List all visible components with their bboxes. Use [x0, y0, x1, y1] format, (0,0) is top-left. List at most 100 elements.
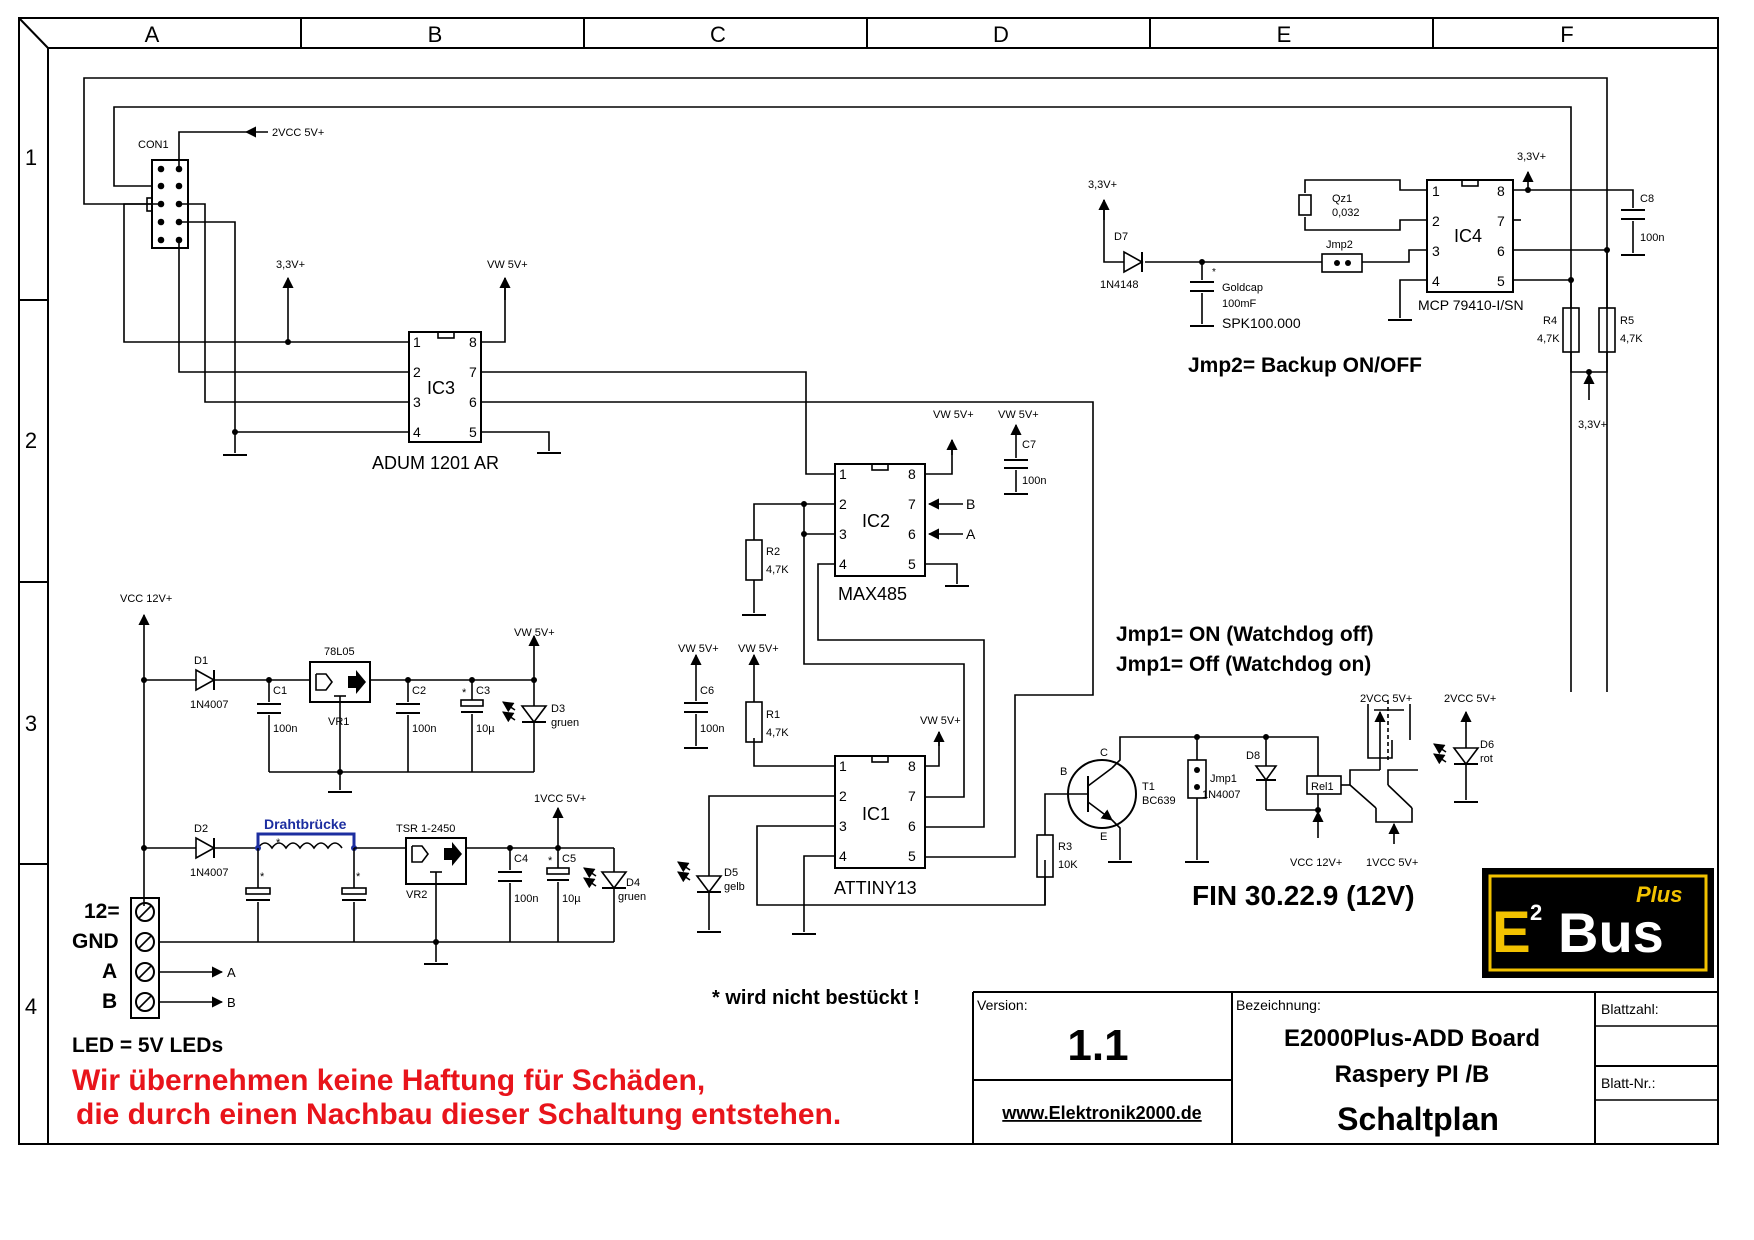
ic2-part: MAX485 [838, 584, 907, 604]
relay-1vcc-label: 1VCC 5V+ [1366, 857, 1418, 869]
drahtbruecke-label: Drahtbrücke [264, 816, 347, 832]
svg-text:8: 8 [908, 758, 916, 774]
svg-text:2: 2 [1432, 213, 1440, 229]
ic3-part: ADUM 1201 AR [372, 453, 499, 473]
grid-col-b: B [428, 22, 443, 47]
c4-name: C4 [514, 853, 528, 865]
blattnr-label: Blatt-Nr.: [1601, 1075, 1655, 1091]
qz1-value: 0,032 [1332, 207, 1360, 219]
grid-col-d: D [993, 22, 1009, 47]
grid-col-a: A [145, 22, 160, 47]
version-value: 1.1 [1067, 1021, 1128, 1070]
svg-text:2: 2 [839, 496, 847, 512]
ic1-part: ATTINY13 [834, 878, 917, 898]
d4-name: D4 [626, 877, 640, 889]
svg-text:7: 7 [469, 364, 477, 380]
terminal-b: B [102, 990, 117, 1013]
d8-name: D8 [1246, 750, 1260, 762]
d1-part: 1N4007 [190, 699, 229, 711]
svg-text:4: 4 [1432, 273, 1440, 289]
jmp2-note: Jmp2= Backup ON/OFF [1188, 354, 1422, 377]
ic4-part: MCP 79410-I/SN [1418, 297, 1524, 313]
svg-text:7: 7 [1497, 213, 1505, 229]
t1-part: BC639 [1142, 795, 1176, 807]
terminal-gnd: GND [72, 930, 119, 953]
c3-plus: * [462, 687, 467, 699]
r4-name: R4 [1543, 315, 1557, 327]
svg-text:Bus: Bus [1558, 901, 1664, 964]
svg-text:2: 2 [839, 788, 847, 804]
r4-value: 4,7K [1537, 333, 1560, 345]
goldcap-name: Goldcap [1222, 282, 1263, 294]
goldcap-part: SPK100.000 [1222, 315, 1301, 331]
goldcap-plus: * [1212, 267, 1216, 278]
ps1-vw5v-label: VW 5V+ [514, 627, 555, 639]
grid-row-labels: 1 2 3 4 [25, 145, 37, 1019]
r5-name: R5 [1620, 315, 1634, 327]
svg-text:1: 1 [413, 334, 421, 350]
grid-col-e: E [1277, 22, 1292, 47]
not-fitted-note: * wird nicht bestückt ! [712, 987, 920, 1009]
d5-color: gelb [724, 881, 745, 893]
d6-color: rot [1480, 753, 1493, 765]
svg-text:E: E [1492, 900, 1531, 965]
c7-vw5v-label: VW 5V+ [998, 409, 1039, 421]
power-supply: VCC 12V+ D1 1N4007 78L05 VR1 VW 5V+ C1 1… [120, 593, 646, 965]
svg-text:2: 2 [1530, 900, 1542, 925]
ic2-max485: 1 2 3 4 8 7 6 5 IC2 MAX485 VW 5V+ B A R2… [742, 409, 985, 828]
jmp1-label: Jmp1 [1210, 773, 1237, 785]
svg-text:1: 1 [839, 758, 847, 774]
terminal-12v: 12= [84, 900, 120, 923]
svg-text:6: 6 [908, 818, 916, 834]
t1-b: B [1060, 766, 1067, 778]
relay-driver: Jmp1= ON (Watchdog off) Jmp1= Off (Watch… [1036, 623, 1496, 911]
t1-name: T1 [1142, 781, 1155, 793]
d3-color: gruen [551, 717, 579, 729]
version-label: Version: [977, 997, 1028, 1013]
c5-value: 10µ [562, 893, 581, 905]
svg-text:4: 4 [413, 424, 421, 440]
r1-value: 4,7K [766, 727, 789, 739]
ic1-name: IC1 [862, 804, 890, 824]
ic2-b-signal: B [966, 496, 975, 512]
c6-vw5v-label: VW 5V+ [678, 643, 719, 655]
d5-name: D5 [724, 867, 738, 879]
c7-capacitor: VW 5V+ C7 100n [998, 409, 1046, 495]
con1-label: CON1 [138, 139, 169, 151]
ic4-name: IC4 [1454, 226, 1482, 246]
grid-col-f: F [1560, 22, 1573, 47]
jmp2-label: Jmp2 [1326, 239, 1353, 251]
d1-name: D1 [194, 655, 208, 667]
vr2-name: VR2 [406, 889, 427, 901]
c1-name: C1 [273, 685, 287, 697]
led-note: LED = 5V LEDs [72, 1034, 223, 1057]
svg-text:5: 5 [908, 848, 916, 864]
relay-2vcc-label-2: 2VCC 5V+ [1444, 693, 1496, 705]
svg-text:6: 6 [908, 526, 916, 542]
t1-e: E [1100, 831, 1107, 843]
r1-name: R1 [766, 709, 780, 721]
ic3-adum1201: 1 2 3 4 8 7 6 5 IC3 ADUM 1201 AR 3,3V+ V… [223, 259, 1094, 755]
terminal-a-out: A [227, 965, 236, 980]
r1-c6-d5-group: VW 5V+ C6 100n VW 5V+ R1 4,7K D5 gelb [677, 643, 789, 933]
svg-text:8: 8 [908, 466, 916, 482]
terminal-a: A [102, 960, 117, 983]
con1-2vcc-label: 2VCC 5V+ [272, 127, 324, 139]
svg-text:*: * [356, 871, 361, 883]
grid-row-2: 2 [25, 428, 37, 453]
ic1-attiny13: 1 2 3 4 8 7 6 5 IC1 ATTINY13 VW 5V+ [708, 715, 1046, 935]
svg-text:6: 6 [1497, 243, 1505, 259]
svg-text:7: 7 [908, 496, 916, 512]
c7-name: C7 [1022, 439, 1036, 451]
c4-value: 100n [514, 893, 538, 905]
grid-row-1: 1 [25, 145, 37, 170]
svg-text:2: 2 [413, 364, 421, 380]
vr1-part: 78L05 [324, 646, 355, 658]
svg-text:7: 7 [908, 788, 916, 804]
d8-part: 1N4007 [1202, 789, 1241, 801]
ps2-1vcc-label: 1VCC 5V+ [534, 793, 586, 805]
vr2-part: TSR 1-2450 [396, 823, 455, 835]
r5-value: 4,7K [1620, 333, 1643, 345]
d2-name: D2 [194, 823, 208, 835]
svg-text:4: 4 [839, 848, 847, 864]
